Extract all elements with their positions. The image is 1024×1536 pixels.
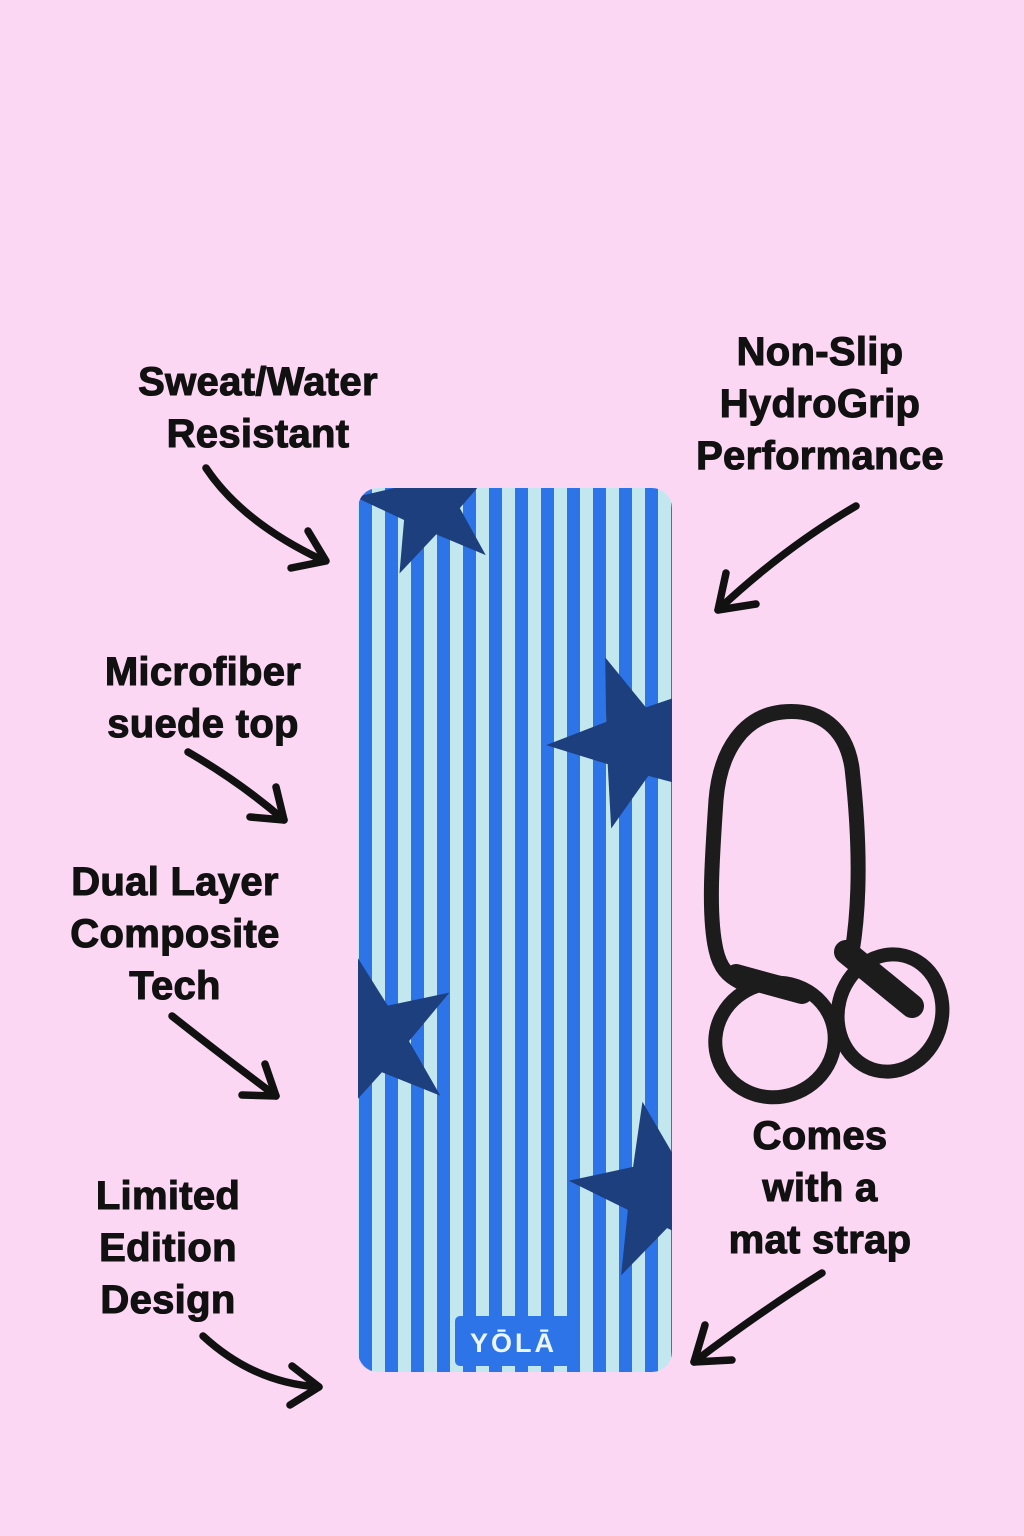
feature-label-non-slip: Non-Slip HydroGrip Performance: [650, 326, 990, 482]
strap-right-loop: [830, 947, 950, 1079]
star-decoration: [546, 657, 672, 829]
feature-line: HydroGrip: [719, 381, 921, 426]
arrowhead: [238, 1060, 280, 1100]
feature-line: Non-Slip: [736, 329, 904, 374]
feature-label-mat-strap: Comes with a mat strap: [665, 1110, 975, 1266]
feature-line: Sweat/Water: [138, 359, 378, 404]
star-decoration: [358, 488, 495, 574]
yoga-mat-image: YŌLĀ: [358, 488, 672, 1372]
arrow-limited-edition: [199, 1332, 323, 1409]
feature-line: suede top: [107, 701, 299, 746]
arrow-dual-layer: [168, 1012, 280, 1100]
arrow-sweat-water: [202, 464, 330, 572]
feature-line: Microfiber: [104, 649, 302, 694]
feature-line: Tech: [129, 963, 221, 1008]
brand-logo-text: YŌLĀ: [470, 1328, 557, 1358]
arrowhead: [286, 1362, 323, 1409]
arrowhead: [714, 569, 760, 614]
feature-label-microfiber: Microfiber suede top: [48, 646, 358, 750]
feature-line: Limited: [95, 1173, 241, 1218]
arrow-microfiber: [184, 748, 288, 824]
feature-line: Design: [100, 1277, 236, 1322]
arrowhead: [287, 527, 330, 572]
strap-velcro-band-left: [725, 964, 813, 1004]
strap-left-strand: [703, 704, 790, 990]
feature-line: Dual Layer: [71, 859, 279, 904]
feature-line: Composite: [70, 911, 280, 956]
feature-line: Performance: [696, 433, 945, 478]
feature-label-limited-edition: Limited Edition Design: [13, 1170, 323, 1326]
feature-line: mat strap: [728, 1217, 912, 1262]
mat-strap-image: [703, 704, 950, 1105]
feature-line: with a: [762, 1165, 878, 1210]
strap-right-strand: [774, 704, 866, 960]
arrowhead: [246, 783, 288, 824]
feature-line: Edition: [99, 1225, 237, 1270]
arrowhead: [690, 1321, 736, 1366]
feature-line: Comes: [752, 1113, 888, 1158]
strap-velcro-band-right: [834, 940, 924, 1018]
feature-label-sweat-water: Sweat/Water Resistant: [88, 356, 428, 460]
arrow-non-slip: [714, 502, 860, 614]
arrow-mat-strap: [690, 1269, 826, 1366]
feature-label-dual-layer: Dual Layer Composite Tech: [20, 856, 330, 1012]
feature-line: Resistant: [166, 411, 350, 456]
brand-logo-badge: [455, 1316, 572, 1366]
yoga-mat-body: [358, 488, 672, 1372]
star-decoration: [358, 952, 450, 1120]
star-decoration: [568, 1101, 672, 1276]
